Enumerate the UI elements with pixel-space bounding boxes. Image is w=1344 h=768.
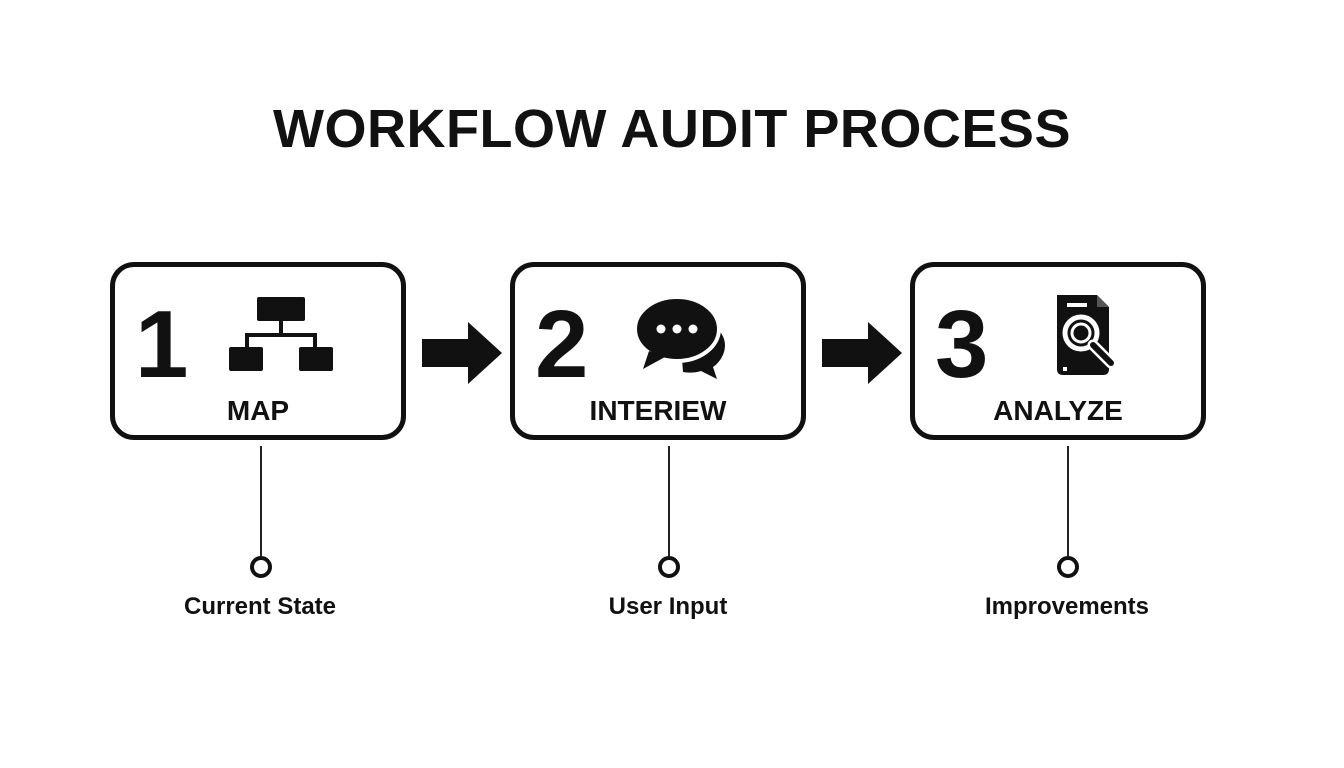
step-1-box: 1 MAP (110, 262, 406, 440)
chat-bubbles-icon (621, 289, 741, 381)
step-2-box: 2 INTERIEW (510, 262, 806, 440)
arrow-right-icon (422, 322, 502, 384)
arrow-right-icon (822, 322, 902, 384)
connector-line (668, 446, 670, 556)
step-3-number: 3 (935, 291, 989, 398)
step-3-label: ANALYZE (993, 395, 1123, 426)
step-2-label: INTERIEW (589, 395, 727, 426)
step-2-number: 2 (535, 291, 589, 398)
connector-line (260, 446, 262, 556)
connector-dot (250, 556, 272, 578)
step-1-caption: Current State (183, 593, 337, 620)
step-3-caption: Improvements (984, 593, 1150, 620)
document-search-icon (1021, 289, 1141, 381)
diagram-title: WORKFLOW AUDIT PROCESS (273, 99, 1071, 159)
org-chart-icon (221, 289, 341, 381)
step-1-label: MAP (226, 395, 290, 426)
connector-line (1067, 446, 1069, 556)
step-3-box: 3 ANALYZE (910, 262, 1206, 440)
connector-dot (658, 556, 680, 578)
connector-dot (1057, 556, 1079, 578)
step-2-caption: User Input (608, 593, 728, 620)
step-1-number: 1 (135, 291, 189, 398)
